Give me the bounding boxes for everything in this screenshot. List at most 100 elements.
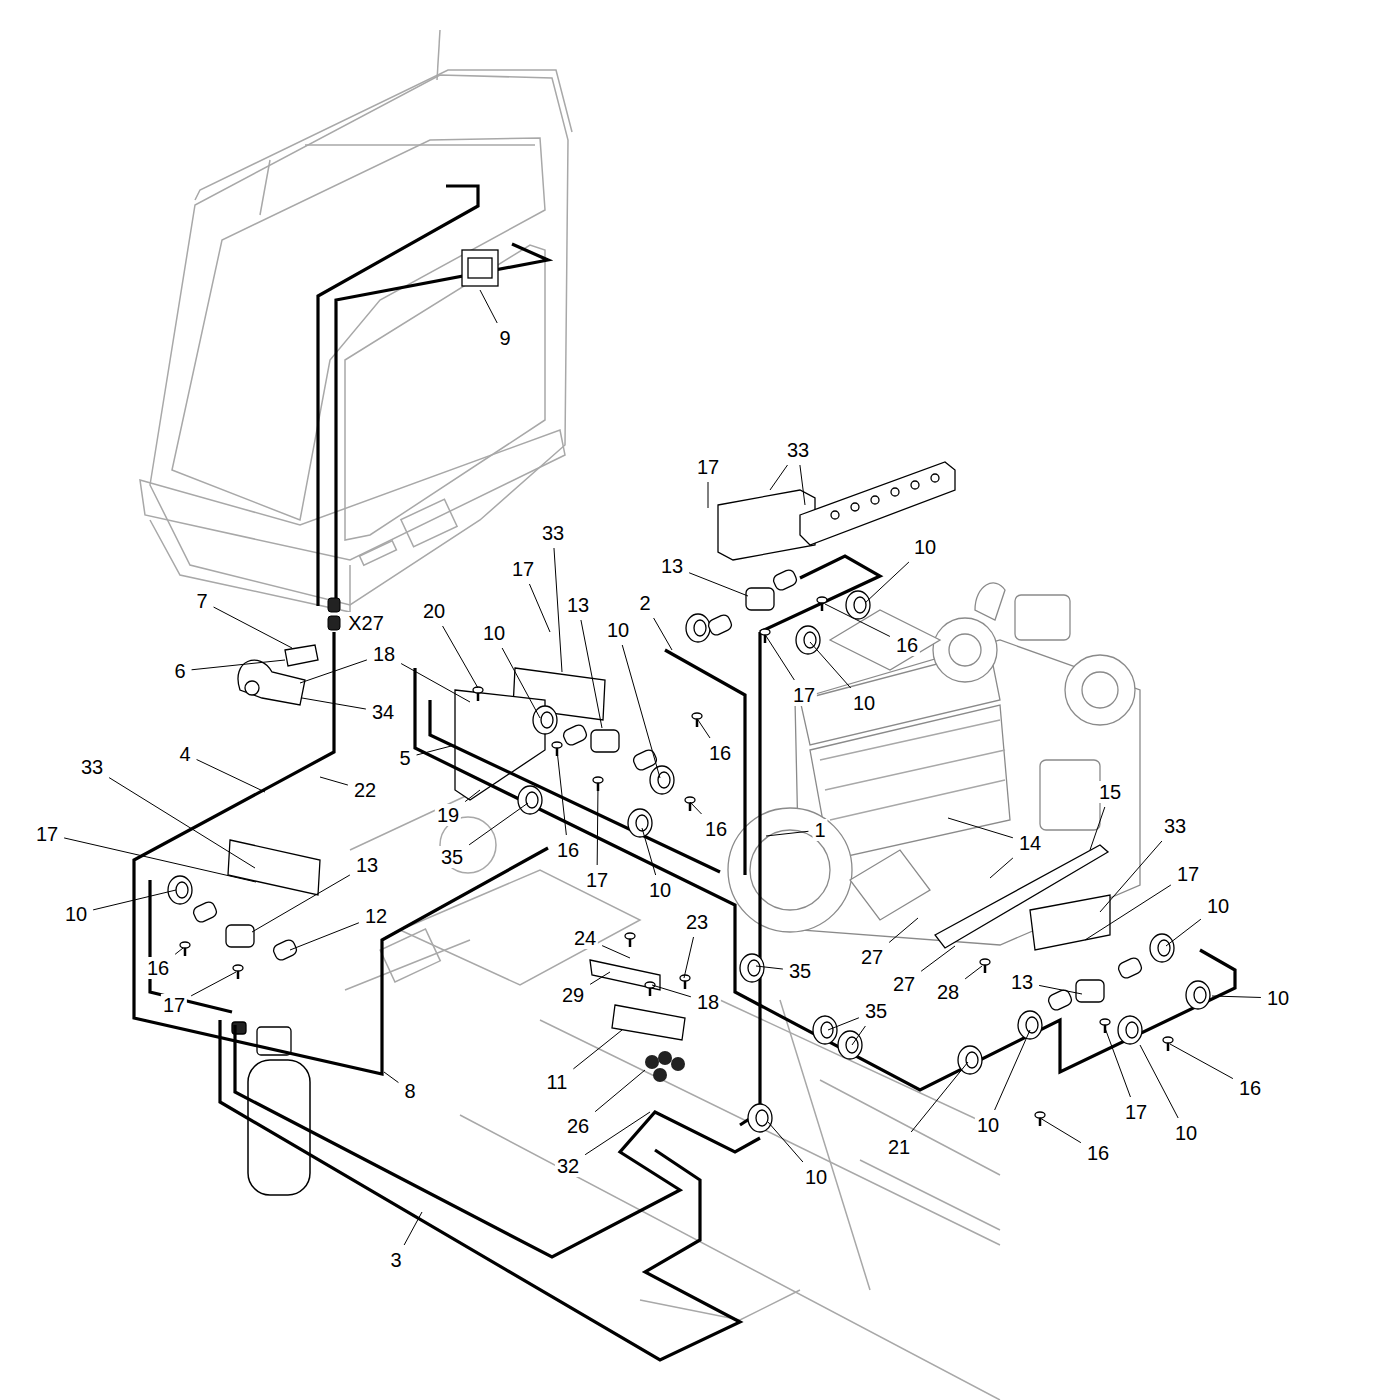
callout-number: 17: [510, 558, 536, 580]
cable-clamp: [748, 1104, 772, 1132]
brackets: [891, 488, 899, 496]
harness-wire: [318, 186, 478, 606]
leader-line: [465, 790, 480, 802]
screw: [552, 742, 562, 748]
leader-line: [597, 785, 599, 865]
leader-line: [469, 803, 528, 845]
screw: [685, 797, 695, 811]
callout-number: 22: [352, 779, 378, 801]
engine: [728, 583, 1140, 945]
wire-sleeve: [632, 748, 659, 772]
leader-line: [480, 290, 497, 323]
brackets: [245, 681, 259, 695]
harness-wire: [235, 1025, 760, 1257]
callout-number: 14: [1017, 832, 1043, 854]
leader-line: [825, 604, 890, 636]
leader-line: [622, 645, 660, 778]
brackets: [228, 462, 1110, 1040]
screw: [645, 982, 655, 996]
leader-line: [1090, 807, 1105, 850]
engine: [850, 850, 930, 920]
cable-clamp: [748, 1104, 772, 1132]
leader-line: [800, 465, 805, 505]
brackets: [871, 496, 879, 504]
leader-line: [175, 948, 183, 954]
harness-wire: [328, 598, 340, 612]
leader-line: [252, 875, 350, 932]
leader-line: [554, 548, 562, 672]
cable-clamp: [813, 1016, 837, 1044]
cab-outline: [150, 75, 568, 605]
cab-outline: [140, 30, 572, 612]
brackets: [228, 840, 320, 895]
harness-wire: [134, 632, 548, 1074]
leader-line: [529, 584, 550, 632]
screw: [984, 965, 987, 973]
leader-line: [404, 1212, 422, 1245]
leader-line: [191, 972, 236, 996]
leader-line: [64, 838, 256, 882]
engine: [933, 618, 997, 682]
leader-line: [109, 778, 255, 868]
leader-line: [768, 1122, 803, 1162]
cable-clamp: [628, 809, 652, 837]
callout-number: 11: [545, 1071, 570, 1093]
screw: [180, 942, 190, 948]
callout-number: 35: [787, 960, 813, 982]
cable-clamp: [628, 809, 652, 837]
engine: [830, 610, 940, 670]
leader-line: [214, 607, 292, 648]
callout-number: 10: [912, 536, 938, 558]
callout-number: 10: [1173, 1122, 1199, 1144]
engine: [1015, 595, 1070, 640]
cable-clamp: [541, 712, 553, 728]
leader-line: [708, 482, 709, 508]
callout-number: 15: [1097, 781, 1123, 803]
wire-sleeve: [1117, 956, 1144, 980]
harness-wire: [462, 250, 498, 286]
callout-number: 35: [439, 846, 465, 868]
leader-lines: [64, 290, 1261, 1245]
screw: [760, 629, 770, 635]
callout-number: 16: [894, 634, 920, 656]
screw: [629, 939, 632, 947]
cab-outline: [260, 145, 535, 215]
chassis-frame: [780, 1000, 1000, 1290]
cable-clamp: [804, 632, 816, 648]
callout-number: 13: [565, 594, 591, 616]
screw: [817, 597, 827, 603]
callout-number: 17: [1123, 1101, 1149, 1123]
cable-clamp: [1150, 934, 1174, 962]
screw: [692, 713, 702, 719]
leader-line: [1039, 985, 1082, 994]
leader-line: [642, 828, 656, 875]
cable-clamp: [1158, 940, 1170, 956]
harness-wire: [336, 244, 548, 606]
engine: [1082, 672, 1118, 708]
harness-wire: [415, 668, 1235, 1090]
wire-sleeve: [562, 723, 589, 747]
leader-line: [1100, 841, 1162, 912]
screw: [1163, 1037, 1173, 1051]
screw: [233, 965, 243, 979]
callout-number: 23: [684, 911, 710, 933]
screw: [233, 965, 243, 971]
callout-number: 10: [1205, 895, 1231, 917]
engine: [750, 830, 830, 910]
callout-number: 17: [161, 994, 187, 1016]
brackets: [931, 474, 939, 482]
leader-line: [684, 937, 694, 978]
callout-number: 13: [659, 555, 685, 577]
tee-connector: [591, 730, 619, 752]
leader-line: [756, 966, 783, 969]
callout-number: 9: [497, 327, 512, 349]
callout-number: 4: [177, 743, 192, 765]
screw: [980, 959, 990, 965]
callout-number: 26: [565, 1115, 591, 1137]
cable-clamp: [168, 876, 192, 904]
callout-number: 10: [851, 692, 877, 714]
cable-clamp: [533, 706, 557, 734]
screw: [760, 629, 770, 643]
